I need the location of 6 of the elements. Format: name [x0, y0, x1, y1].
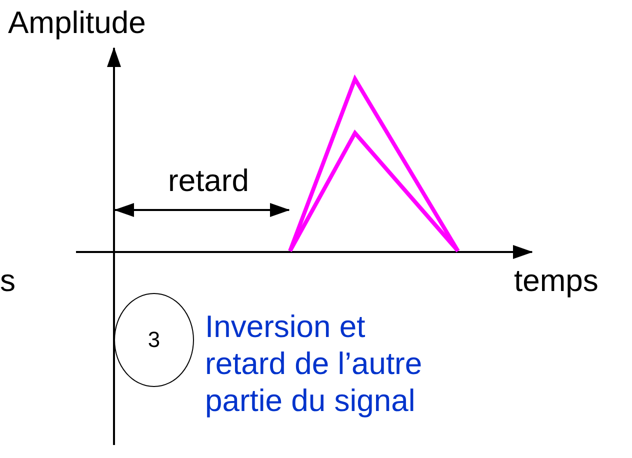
step-circle: 3	[114, 293, 194, 387]
axis-label: retard	[168, 162, 249, 200]
axis-label: s	[0, 262, 16, 300]
axis-label: temps	[514, 262, 598, 300]
annotation-text: Inversion et retard de l’autre partie du signal	[205, 308, 424, 420]
axis-label: Amplitude	[8, 4, 146, 42]
